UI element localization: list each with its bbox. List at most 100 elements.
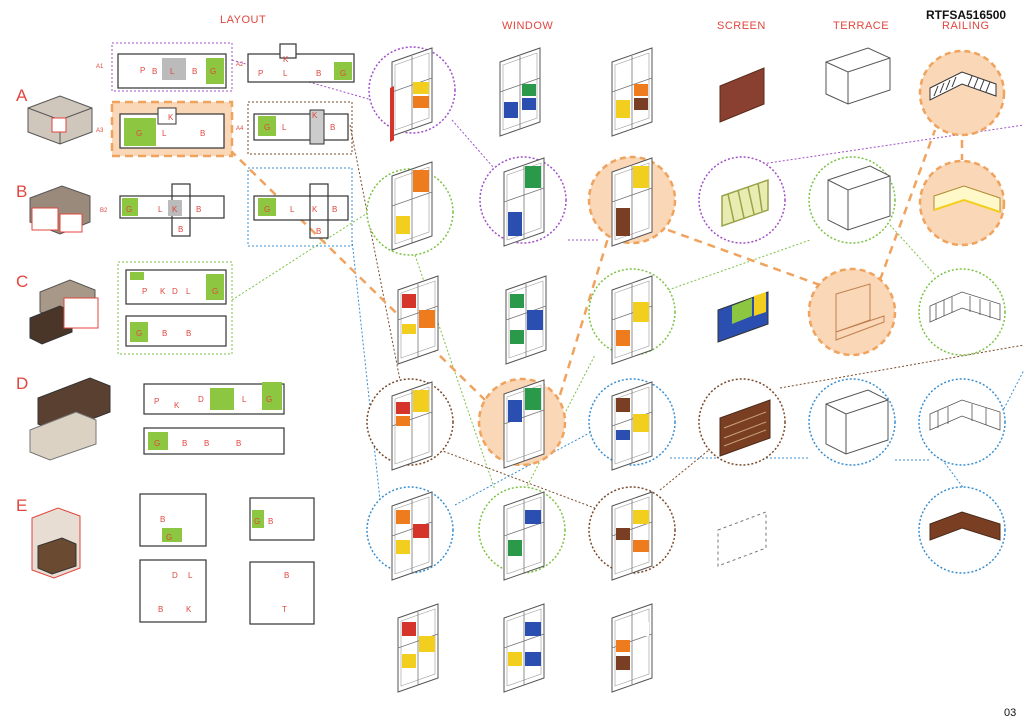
room-b: B bbox=[160, 515, 165, 524]
screen-panel-color bbox=[717, 291, 769, 343]
screen-fins bbox=[721, 178, 769, 228]
room-p: P bbox=[140, 66, 145, 75]
room-t: T bbox=[282, 605, 287, 614]
row-label-e: E bbox=[16, 496, 28, 515]
room-g: G bbox=[264, 123, 270, 132]
page-number: 03 bbox=[1004, 707, 1017, 719]
connector-brown bbox=[779, 344, 1024, 389]
plan-b2-label: B2 bbox=[100, 208, 108, 214]
room-b: B bbox=[158, 605, 163, 614]
room-l: L bbox=[283, 69, 288, 78]
header-layout: LAYOUT bbox=[220, 14, 267, 26]
room-l: L bbox=[186, 287, 191, 296]
connector-brown bbox=[659, 444, 716, 491]
railing-elements bbox=[929, 71, 1001, 541]
room-b: B bbox=[236, 439, 241, 448]
connector-green bbox=[231, 209, 373, 301]
room-b: B bbox=[330, 123, 335, 132]
room-k: K bbox=[283, 55, 289, 64]
room-b: B bbox=[332, 205, 337, 214]
room-p: P bbox=[142, 287, 147, 296]
plan-a4-label: A4 bbox=[236, 126, 244, 132]
room-g: G bbox=[254, 517, 260, 526]
document-code: RTFSA516500 bbox=[926, 8, 1007, 22]
room-b: B bbox=[284, 571, 289, 580]
plan-a3-label: A3 bbox=[96, 128, 104, 134]
room-l: L bbox=[162, 129, 167, 138]
plan-a1-label: A1 bbox=[96, 64, 104, 70]
railing-glass bbox=[933, 185, 1001, 213]
massing-e bbox=[31, 507, 81, 579]
massing-a bbox=[27, 95, 93, 145]
room-b: B bbox=[162, 329, 167, 338]
railing-lattice bbox=[929, 71, 997, 101]
room-g: G bbox=[136, 129, 142, 138]
circle-railing-b bbox=[918, 159, 1006, 247]
room-k: K bbox=[168, 113, 174, 122]
massing-b bbox=[29, 185, 91, 235]
circle-railing-a bbox=[918, 49, 1006, 137]
circle-railing-c bbox=[918, 268, 1006, 356]
connector-orange bbox=[878, 129, 937, 281]
header-terrace: TERRACE bbox=[833, 20, 890, 32]
circle-railing-d bbox=[918, 378, 1006, 466]
connector-brown bbox=[439, 449, 601, 511]
terrace-elements bbox=[825, 47, 891, 455]
screen-elements bbox=[717, 67, 771, 567]
room-b: B bbox=[152, 67, 157, 76]
plan-a4-frame bbox=[247, 101, 353, 155]
room-b: B bbox=[186, 329, 191, 338]
row-label-b: B bbox=[16, 182, 28, 201]
railing-wood bbox=[929, 511, 1001, 541]
railing-vertical-bars bbox=[929, 291, 1001, 323]
room-l: L bbox=[290, 205, 295, 214]
room-g: G bbox=[210, 67, 216, 76]
plan-b-blue-frame bbox=[247, 167, 353, 247]
room-k: K bbox=[160, 287, 166, 296]
plan-a2-label: A2 bbox=[236, 62, 244, 68]
room-l: L bbox=[188, 571, 193, 580]
connector-purple bbox=[754, 124, 1024, 166]
connector-orange bbox=[558, 224, 614, 396]
connector-orange bbox=[229, 149, 486, 401]
room-l: L bbox=[282, 123, 287, 132]
room-g: G bbox=[340, 69, 346, 78]
room-b: B bbox=[178, 225, 183, 234]
connector-purple bbox=[451, 119, 501, 176]
massing-c bbox=[29, 279, 99, 345]
row-label-c: C bbox=[16, 272, 29, 291]
plans: A1 P B L B G A2 P K L B G A3 G L K B A4 … bbox=[96, 42, 355, 625]
room-d: D bbox=[172, 287, 178, 296]
room-b: B bbox=[268, 517, 273, 526]
room-k: K bbox=[174, 401, 180, 410]
room-b: B bbox=[192, 67, 197, 76]
room-b: B bbox=[316, 69, 321, 78]
header-railing: RAILING bbox=[942, 20, 990, 32]
room-l: L bbox=[242, 395, 247, 404]
header-screen: SCREEN bbox=[717, 20, 766, 32]
room-k: K bbox=[312, 111, 318, 120]
room-g: G bbox=[264, 205, 270, 214]
room-k: K bbox=[186, 605, 192, 614]
room-b: B bbox=[182, 439, 187, 448]
row-label-a: A bbox=[16, 86, 28, 105]
row-label-d: D bbox=[16, 374, 29, 393]
room-b: B bbox=[196, 205, 201, 214]
connector-lines bbox=[229, 59, 1024, 511]
window-elements bbox=[390, 47, 653, 693]
room-l: L bbox=[170, 67, 175, 76]
room-d: D bbox=[172, 571, 178, 580]
room-g: G bbox=[266, 395, 272, 404]
room-b: B bbox=[200, 129, 205, 138]
room-p: P bbox=[258, 69, 263, 78]
room-g: G bbox=[126, 205, 132, 214]
circle-railing-e bbox=[918, 486, 1006, 574]
room-g: G bbox=[166, 533, 172, 542]
room-l: L bbox=[158, 205, 163, 214]
room-b: B bbox=[204, 439, 209, 448]
room-k: K bbox=[312, 205, 318, 214]
room-p: P bbox=[154, 397, 159, 406]
connector-green bbox=[889, 224, 936, 276]
selection-circles bbox=[366, 46, 1006, 574]
